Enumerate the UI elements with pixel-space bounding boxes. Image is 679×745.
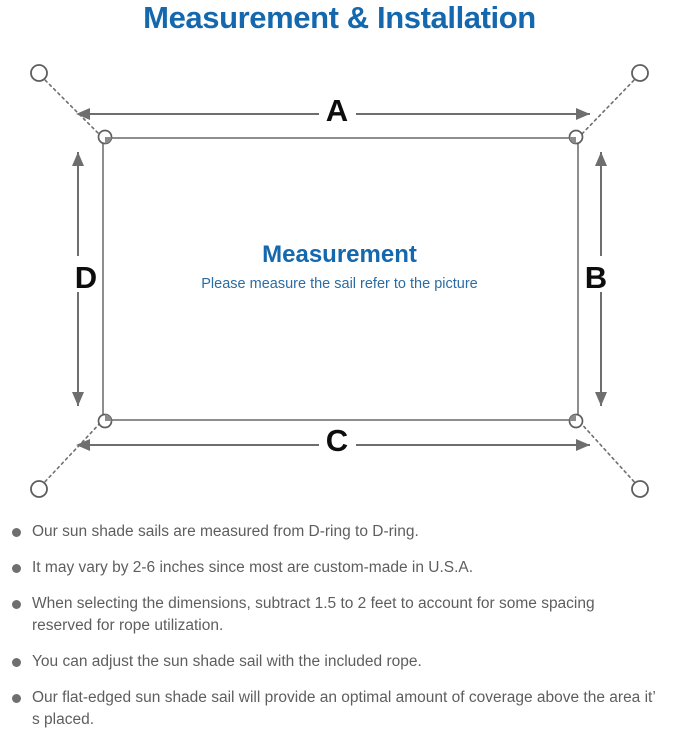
- notes-list: Our sun shade sails are measured from D-…: [0, 521, 679, 745]
- list-item-text: It may vary by 2-6 inches since most are…: [32, 559, 474, 576]
- dimension-lines: [72, 108, 607, 451]
- bullet-icon: [12, 600, 21, 609]
- list-item-text: Our sun shade sails are measured from D-…: [32, 523, 419, 540]
- rope-bottom-right-icon: [577, 419, 639, 487]
- anchor-top-right-icon: [631, 64, 649, 82]
- bullet-icon: [12, 694, 21, 703]
- list-item: Our sun shade sails are measured from D-…: [0, 521, 679, 543]
- d-ring-tab-tr-icon: [569, 137, 576, 144]
- list-item: Our flat-edged sun shade sail will provi…: [0, 687, 679, 731]
- rope-top-right-icon: [577, 75, 639, 139]
- sail-center-label: Measurement: [262, 241, 417, 268]
- rope-lines: [40, 75, 639, 487]
- anchor-top-left-icon: [30, 64, 48, 82]
- bullet-icon: [12, 528, 21, 537]
- list-item-text: You can adjust the sun shade sail with t…: [32, 653, 422, 670]
- dimension-label-c: C: [325, 423, 349, 458]
- d-ring-tab-br-icon: [569, 414, 576, 421]
- bullet-icon: [12, 564, 21, 573]
- dimension-label-b: B: [584, 260, 608, 295]
- dimension-label-d: D: [74, 260, 98, 295]
- sun-shade-sail-measurement-diagram: [30, 64, 649, 498]
- list-item-text: When selecting the dimensions, subtract …: [32, 595, 595, 634]
- list-item-text: Our flat-edged sun shade sail will provi…: [32, 689, 656, 728]
- sail-center-sublabel: Please measure the sail refer to the pic…: [201, 276, 478, 292]
- list-item: When selecting the dimensions, subtract …: [0, 593, 679, 637]
- d-ring-tab-bl-icon: [105, 414, 112, 421]
- d-ring-tab-tl-icon: [105, 137, 112, 144]
- list-item: You can adjust the sun shade sail with t…: [0, 651, 679, 673]
- page-title: Measurement & Installation: [143, 0, 536, 35]
- list-item: It may vary by 2-6 inches since most are…: [0, 557, 679, 579]
- anchor-points: [30, 64, 649, 498]
- anchor-bottom-left-icon: [30, 480, 48, 498]
- rope-top-left-icon: [40, 75, 104, 139]
- d-ring-tabs: [105, 137, 576, 421]
- bullet-icon: [12, 658, 21, 667]
- sail-outline: [102, 137, 579, 421]
- dimension-label-a: A: [325, 93, 349, 128]
- anchor-bottom-right-icon: [631, 480, 649, 498]
- rope-bottom-left-icon: [40, 419, 104, 487]
